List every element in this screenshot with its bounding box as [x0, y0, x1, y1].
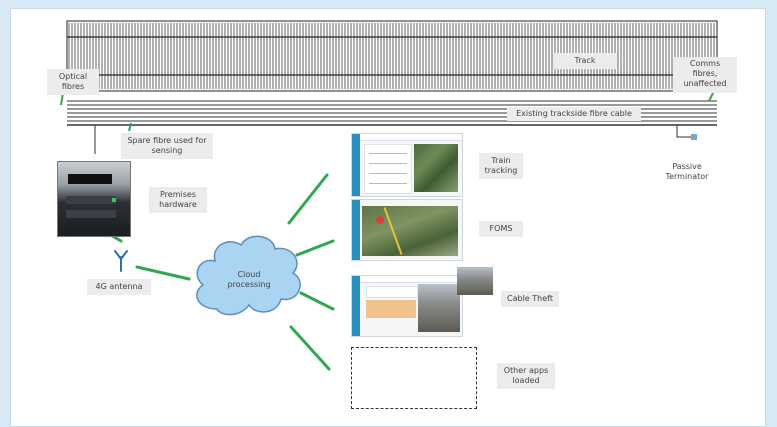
- connector-antenna-cloud: [135, 265, 191, 281]
- other-apps-label: Other apps loaded: [497, 363, 555, 389]
- terminator-cap: [691, 134, 697, 140]
- passive-terminator-label: Passive Terminator: [665, 162, 709, 181]
- premises-hardware-label: Premises hardware: [149, 187, 207, 213]
- existing-cable-label: Existing trackside fibre cable: [507, 107, 641, 121]
- connector-lines: [105, 173, 335, 371]
- spare-fibre-pointer: [128, 122, 132, 132]
- diagram-canvas: Track Optical fibres Comms fibres, unaff…: [10, 8, 766, 427]
- optical-fibres-label: Optical fibres: [47, 69, 99, 95]
- server-hardware-photo: [57, 161, 131, 237]
- foms-screenshot: [351, 199, 463, 261]
- other-apps-placeholder: [351, 347, 477, 409]
- spare-fibre-label: Spare fibre used for sensing: [121, 133, 213, 159]
- foms-label: FOMS: [479, 221, 523, 237]
- cable-theft-photo: [457, 267, 493, 295]
- comms-fibres-label: Comms fibres, unaffected: [673, 57, 737, 93]
- connector-cloud-theft: [299, 291, 335, 311]
- connector-cloud-other: [289, 325, 331, 371]
- cable-theft-label: Cable Theft: [501, 291, 559, 307]
- connector-cloud-train: [287, 173, 329, 225]
- train-tracking-label: Train tracking: [479, 153, 523, 179]
- track-outline: [66, 20, 718, 92]
- antenna-icon: [114, 250, 128, 272]
- cable-theft-screenshot: [351, 275, 463, 337]
- terminator-line: [676, 125, 691, 138]
- antenna-label: 4G antenna: [87, 279, 151, 295]
- cloud-shape: [196, 235, 301, 316]
- train-tracking-screenshot: [351, 133, 463, 197]
- connector-cloud-foms: [295, 239, 335, 257]
- track-label: Track: [553, 53, 617, 69]
- cloud-label: Cloud processing: [227, 270, 271, 289]
- optical-fibre-pointer: [60, 92, 64, 106]
